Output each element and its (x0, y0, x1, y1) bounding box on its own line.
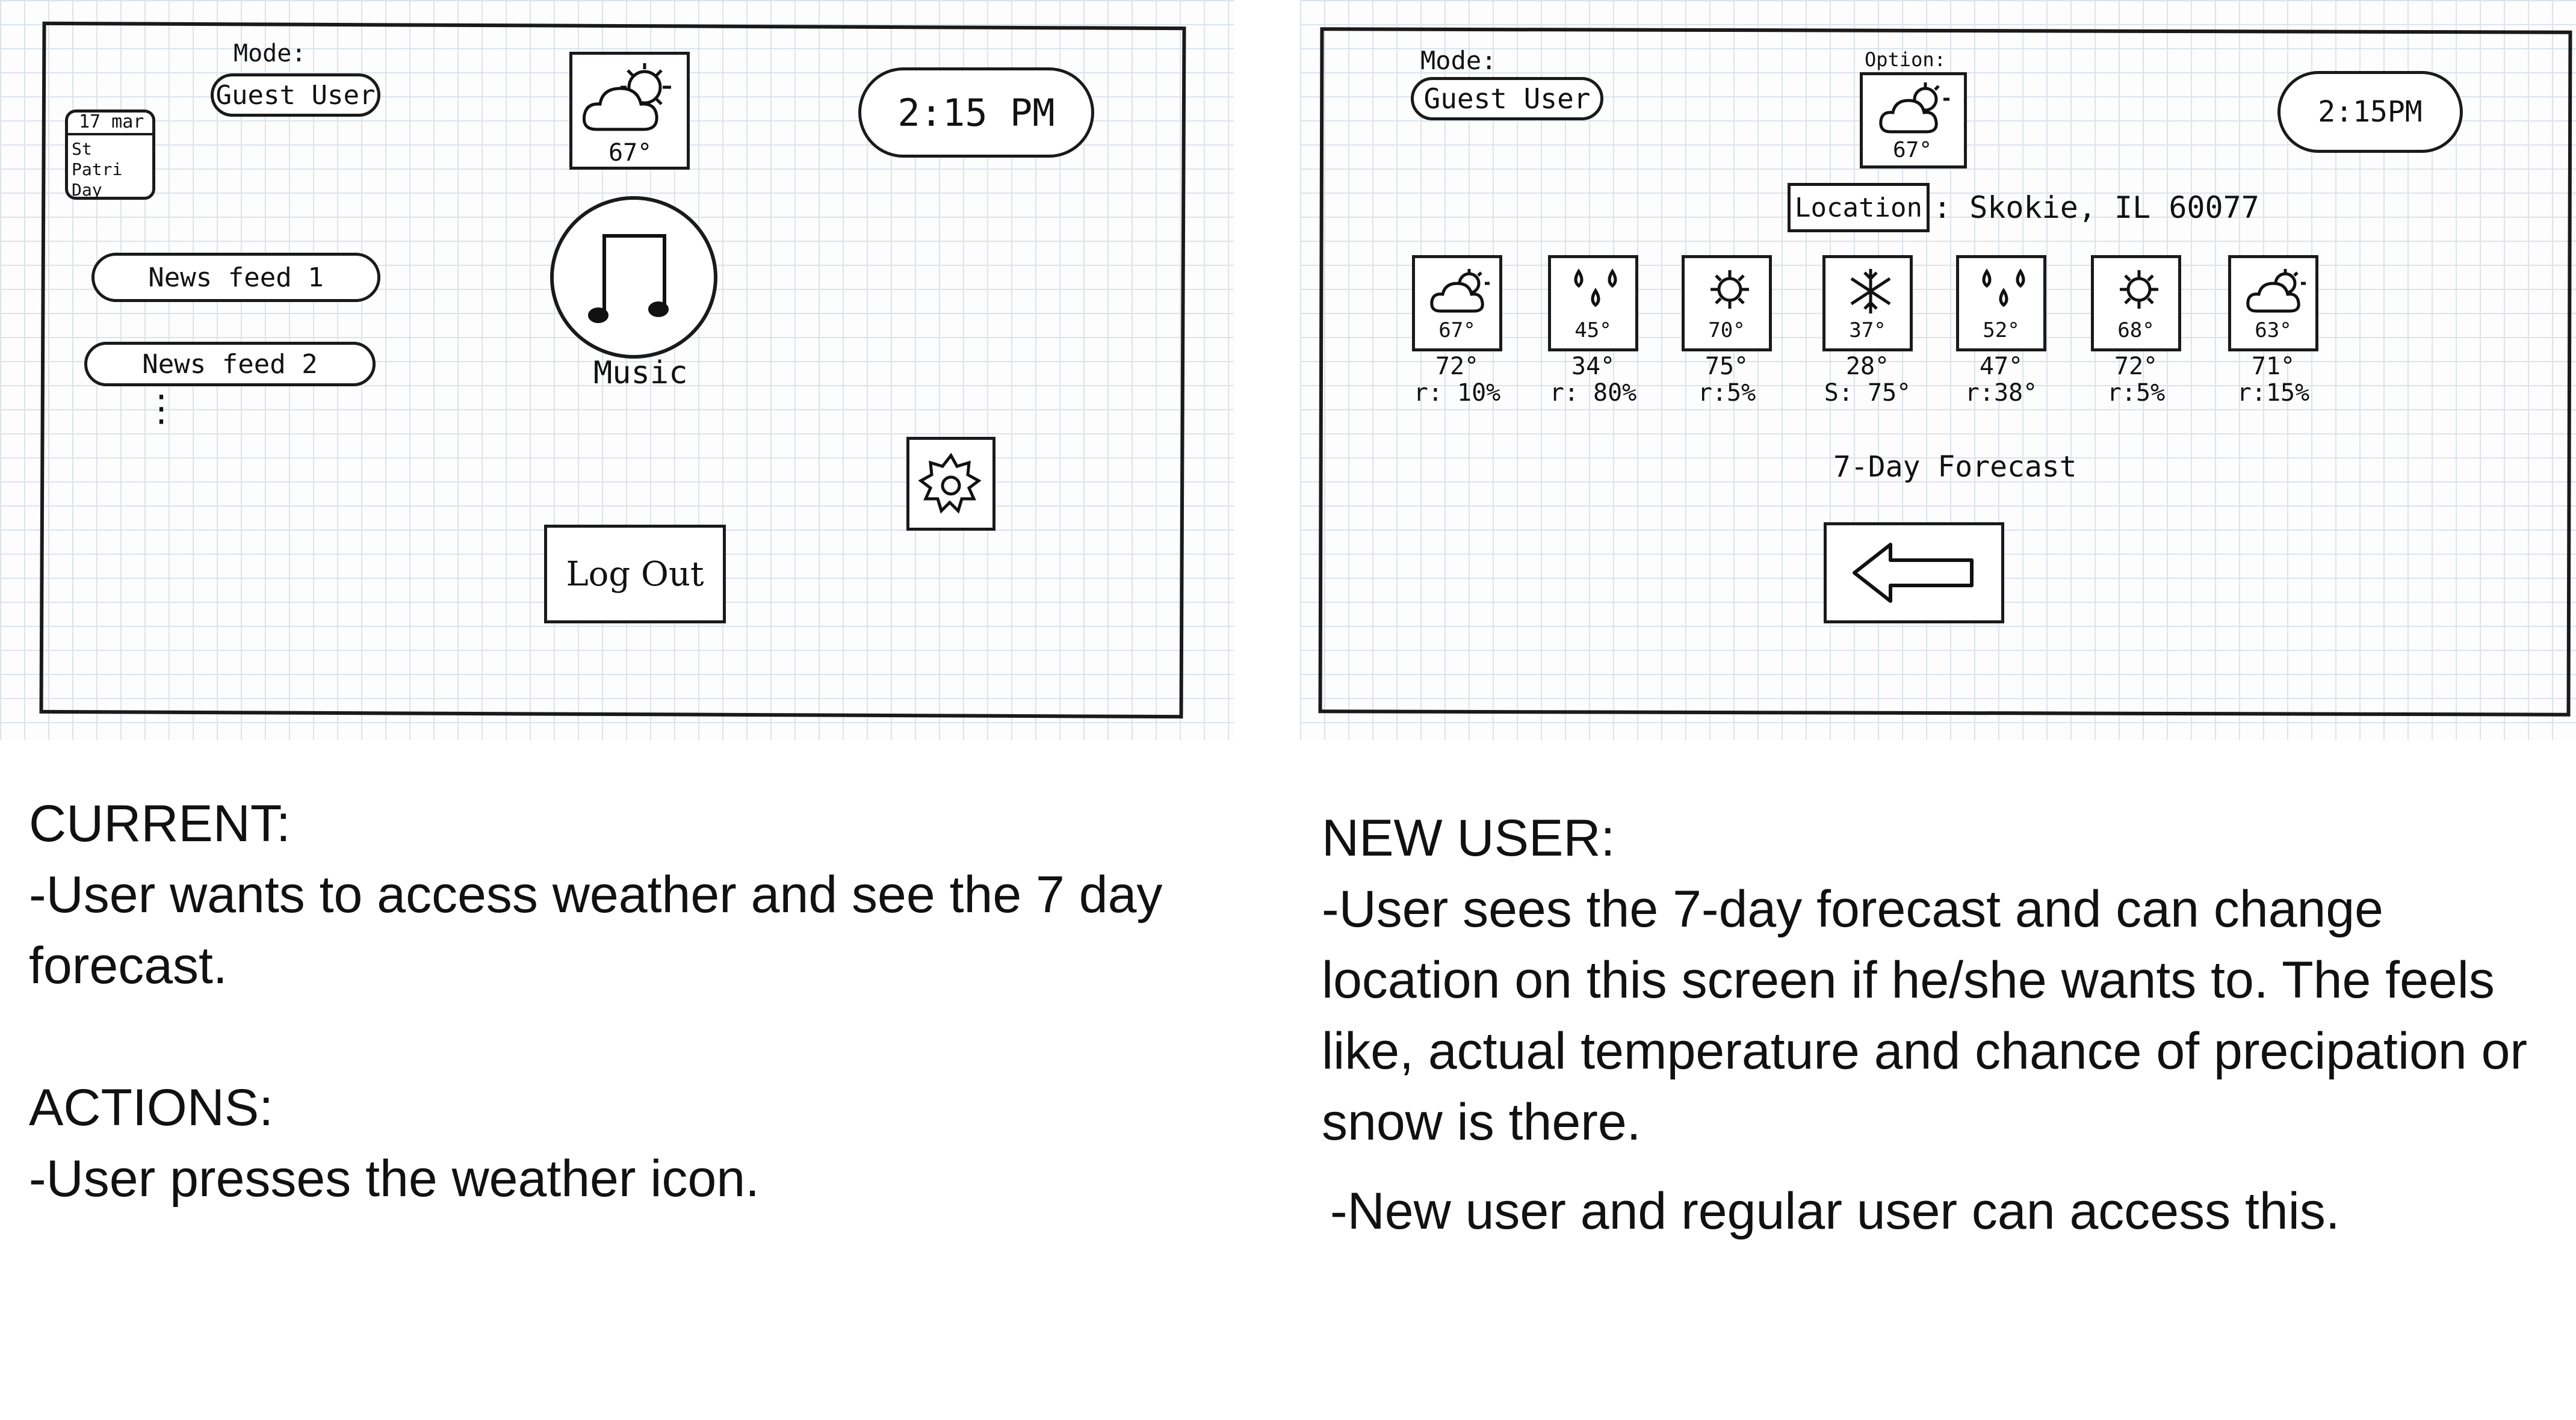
partly-cloudy-icon (2246, 269, 2306, 313)
actual-temp: 72° (1435, 353, 1479, 380)
actions-text: -User presses the weather icon. (29, 1150, 760, 1208)
actual-temp: 28° (1845, 353, 1890, 380)
forecast-day-3[interactable]: 70° 75° r:5% (1682, 255, 1784, 407)
snow-icon (1850, 269, 1891, 313)
partly-cloudy-icon (1430, 269, 1490, 313)
feels-like-temp: 63° (2255, 318, 2292, 342)
mode-selector-right[interactable]: Guest User (1411, 77, 1603, 120)
weather-option-temp: 67° (1893, 138, 1933, 162)
option-label: Option: (1865, 48, 1946, 71)
forecast-tile: 68° (2091, 255, 2181, 351)
weather-option-button[interactable]: 67° (1860, 72, 1967, 168)
forecast-caption: 7-Day Forecast (1833, 450, 2077, 484)
precip-chance: r:15% (2237, 379, 2310, 407)
music-button[interactable] (550, 196, 717, 359)
precip-chance: r: 80% (1549, 379, 1637, 407)
forecast-day-4[interactable]: 37° 28° S: 75° (1822, 255, 1925, 407)
calendar-event: St Patri Day (72, 139, 123, 200)
forecast-tile: 67° (1412, 255, 1502, 351)
feels-like-temp: 70° (1708, 318, 1745, 342)
news-feed-1[interactable]: News feed 1 (91, 253, 380, 302)
calendar-date: 17 mar (79, 111, 144, 132)
actual-temp: 72° (2114, 353, 2158, 380)
left-arrow-icon (1853, 543, 1974, 603)
forecast-day-2[interactable]: 45° 34° r: 80% (1548, 255, 1650, 407)
rain-icon (1982, 268, 2025, 307)
forecast-day-6[interactable]: 68° 72° r:5% (2091, 255, 2193, 407)
music-note-icon (588, 234, 669, 323)
forecast-tile: 37° (1822, 255, 1913, 351)
new-user-heading: NEW USER: (1322, 809, 1615, 867)
mode-label: Mode: (234, 40, 306, 67)
clock-display-right: 2:15PM (2277, 71, 2463, 153)
notes-new-user: NEW USER: -User sees the 7-day forecast … (1322, 803, 2562, 1247)
logout-button[interactable]: Log Out (544, 525, 726, 623)
precip-chance: r:5% (2107, 379, 2166, 407)
feels-like-temp: 68° (2117, 318, 2155, 342)
forecast-day-1[interactable]: 67° 72° r: 10% (1412, 255, 1514, 407)
new-user-text: -User sees the 7-day forecast and can ch… (1322, 880, 2528, 1151)
weather-temp: 67° (608, 139, 652, 167)
rain-icon (1574, 268, 1617, 307)
calendar-widget[interactable]: 17 mar St Patri Day (65, 110, 155, 200)
precip-chance: r:38° (1965, 379, 2038, 407)
clock-display: 2:15 PM (858, 67, 1094, 158)
feels-like-temp: 37° (1849, 318, 1886, 342)
forecast-tile: 70° (1682, 255, 1772, 351)
forecast-tile: 52° (1956, 255, 2046, 351)
new-user-access-text: -New user and regular user can access th… (1330, 1182, 2340, 1240)
actions-heading: ACTIONS: (29, 1079, 274, 1137)
current-heading: CURRENT: (29, 795, 291, 853)
gear-icon (918, 452, 982, 514)
mode-label-right: Mode: (1420, 46, 1497, 75)
location-button[interactable]: Location (1788, 183, 1930, 232)
forecast-tile: 45° (1548, 255, 1638, 351)
precip-chance: S: 75° (1824, 379, 1912, 407)
actual-temp: 71° (2251, 353, 2296, 380)
location-value: : Skokie, IL 60077 (1933, 190, 2259, 225)
weather-button[interactable]: 67° (569, 52, 690, 170)
sun-icon (2120, 270, 2158, 309)
forecast-day-5[interactable]: 52° 47° r:38° (1956, 255, 2058, 407)
feels-like-temp: 45° (1574, 318, 1612, 342)
settings-button[interactable] (906, 437, 995, 531)
notes-current: CURRENT: -User wants to access weather a… (29, 788, 1245, 1214)
music-label: Music (593, 355, 688, 391)
partly-cloudy-icon (1879, 82, 1949, 134)
precip-chance: r: 10% (1413, 379, 1501, 407)
back-button[interactable] (1824, 522, 2004, 623)
current-text: -User wants to access weather and see th… (29, 866, 1163, 995)
mode-selector[interactable]: Guest User (211, 73, 380, 117)
news-feed-2[interactable]: News feed 2 (84, 342, 376, 386)
sun-icon (1711, 270, 1749, 309)
forecast-tile: 63° (2228, 255, 2318, 351)
actual-temp: 47° (1979, 353, 2023, 380)
feels-like-temp: 67° (1438, 318, 1476, 342)
precip-chance: r:5% (1697, 379, 1756, 407)
more-feeds-ellipsis: ⋮ (143, 387, 179, 430)
forecast-day-7[interactable]: 63° 71° r:15% (2228, 255, 2330, 407)
actual-temp: 34° (1571, 353, 1615, 380)
partly-cloudy-icon (582, 63, 671, 131)
feels-like-temp: 52° (1983, 318, 2020, 342)
actual-temp: 75° (1704, 353, 1749, 380)
